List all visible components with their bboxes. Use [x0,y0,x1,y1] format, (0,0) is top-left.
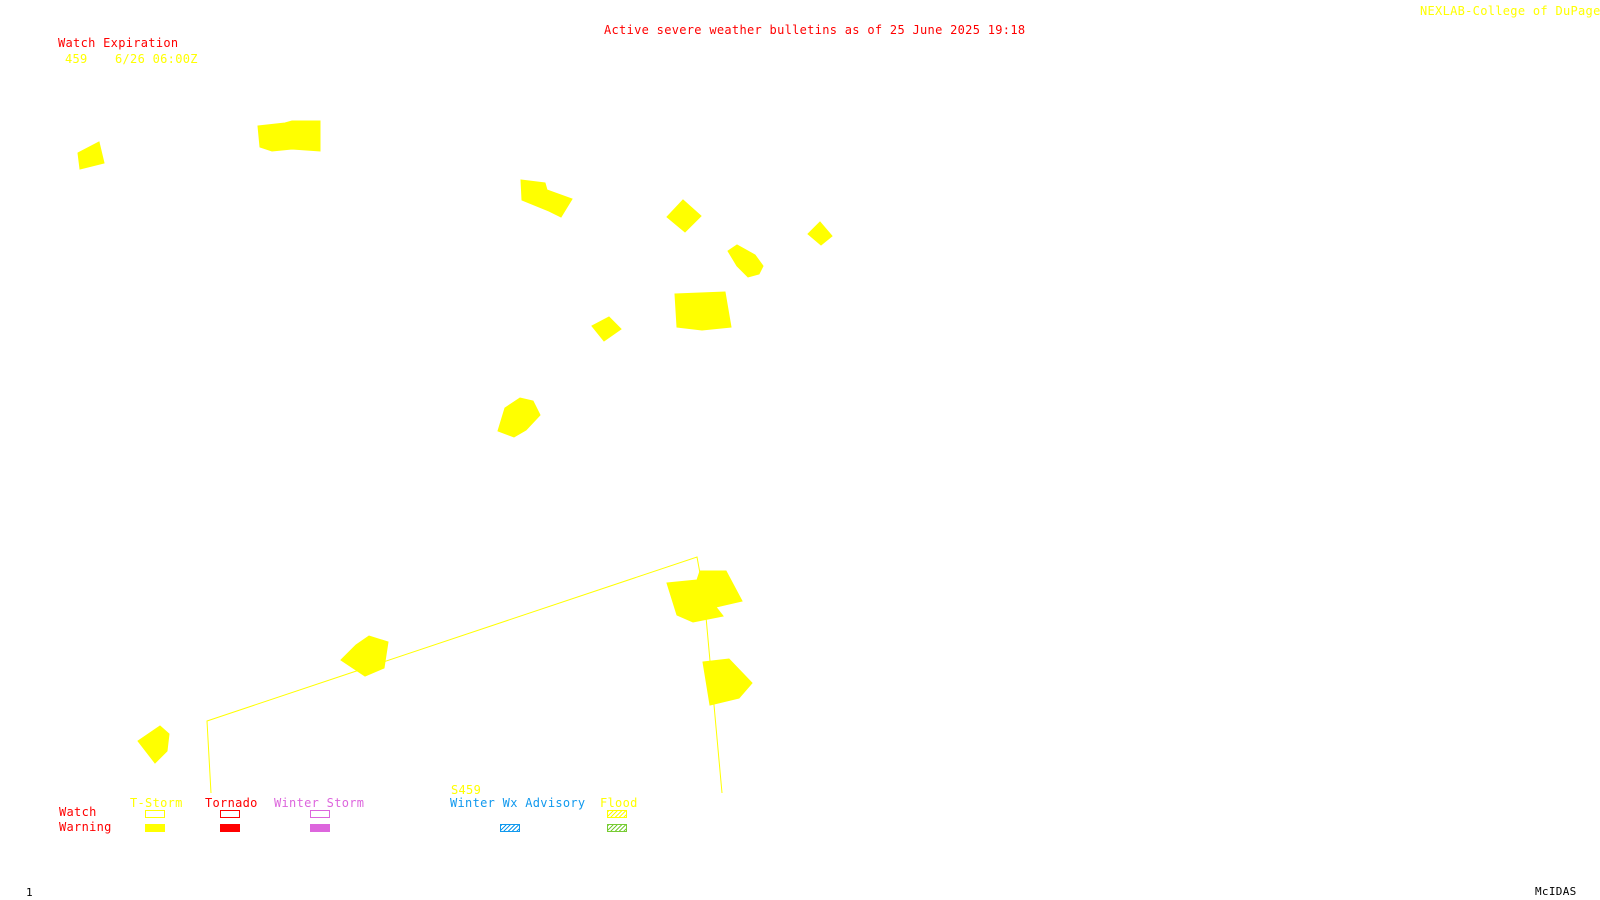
credit-label: NEXLAB-College of DuPage R [1420,4,1600,18]
warning-polygon[interactable] [807,221,833,246]
watch-number: 459 [65,52,88,66]
legend-row-watch: Watch [59,805,97,819]
legend-tstorm-label: T-Storm [130,796,183,810]
watch-expiration-heading: Watch Expiration [58,36,179,50]
legend-winter-advisory-warning-swatch [500,824,520,832]
legend-tornado-watch-swatch [220,810,240,818]
warning-polygon[interactable] [727,244,764,278]
legend-tstorm-watch-swatch [145,810,165,818]
legend-flood-watch-swatch [607,810,627,818]
warning-polygon[interactable] [77,141,105,170]
watch-expiration-time: 6/26 06:00Z [115,52,198,66]
warning-polygon[interactable] [674,291,732,331]
warning-polygon[interactable] [520,179,573,218]
legend-winter-storm-label: Winter Storm [274,796,365,810]
warning-polygon[interactable] [257,120,321,152]
warning-polygon[interactable] [340,635,389,677]
legend-row-warning: Warning [59,820,112,834]
watch-box-label: S459 [451,783,482,797]
legend-flood-label: Flood [600,796,638,810]
legend-tornado-warning-swatch [220,824,240,832]
warning-polygon[interactable] [137,725,170,764]
page-title: Active severe weather bulletins as of 25… [604,23,1026,37]
warning-polygon[interactable] [591,316,622,342]
legend-winter-storm-warning-swatch [310,824,330,832]
legend-flood-warning-swatch [607,824,627,832]
legend-tornado-label: Tornado [205,796,258,810]
software-label: McIDAS [1535,885,1577,898]
legend-winter-advisory-label: Winter Wx Advisory [450,796,586,810]
warning-polygon[interactable] [666,199,702,233]
watch-box-outline[interactable] [206,556,723,794]
warning-polygon[interactable] [497,397,541,438]
legend-winter-storm-watch-swatch [310,810,330,818]
legend-tstorm-warning-swatch [145,824,165,832]
frame-number: 1 [26,886,33,899]
warning-polygon[interactable] [702,658,753,706]
